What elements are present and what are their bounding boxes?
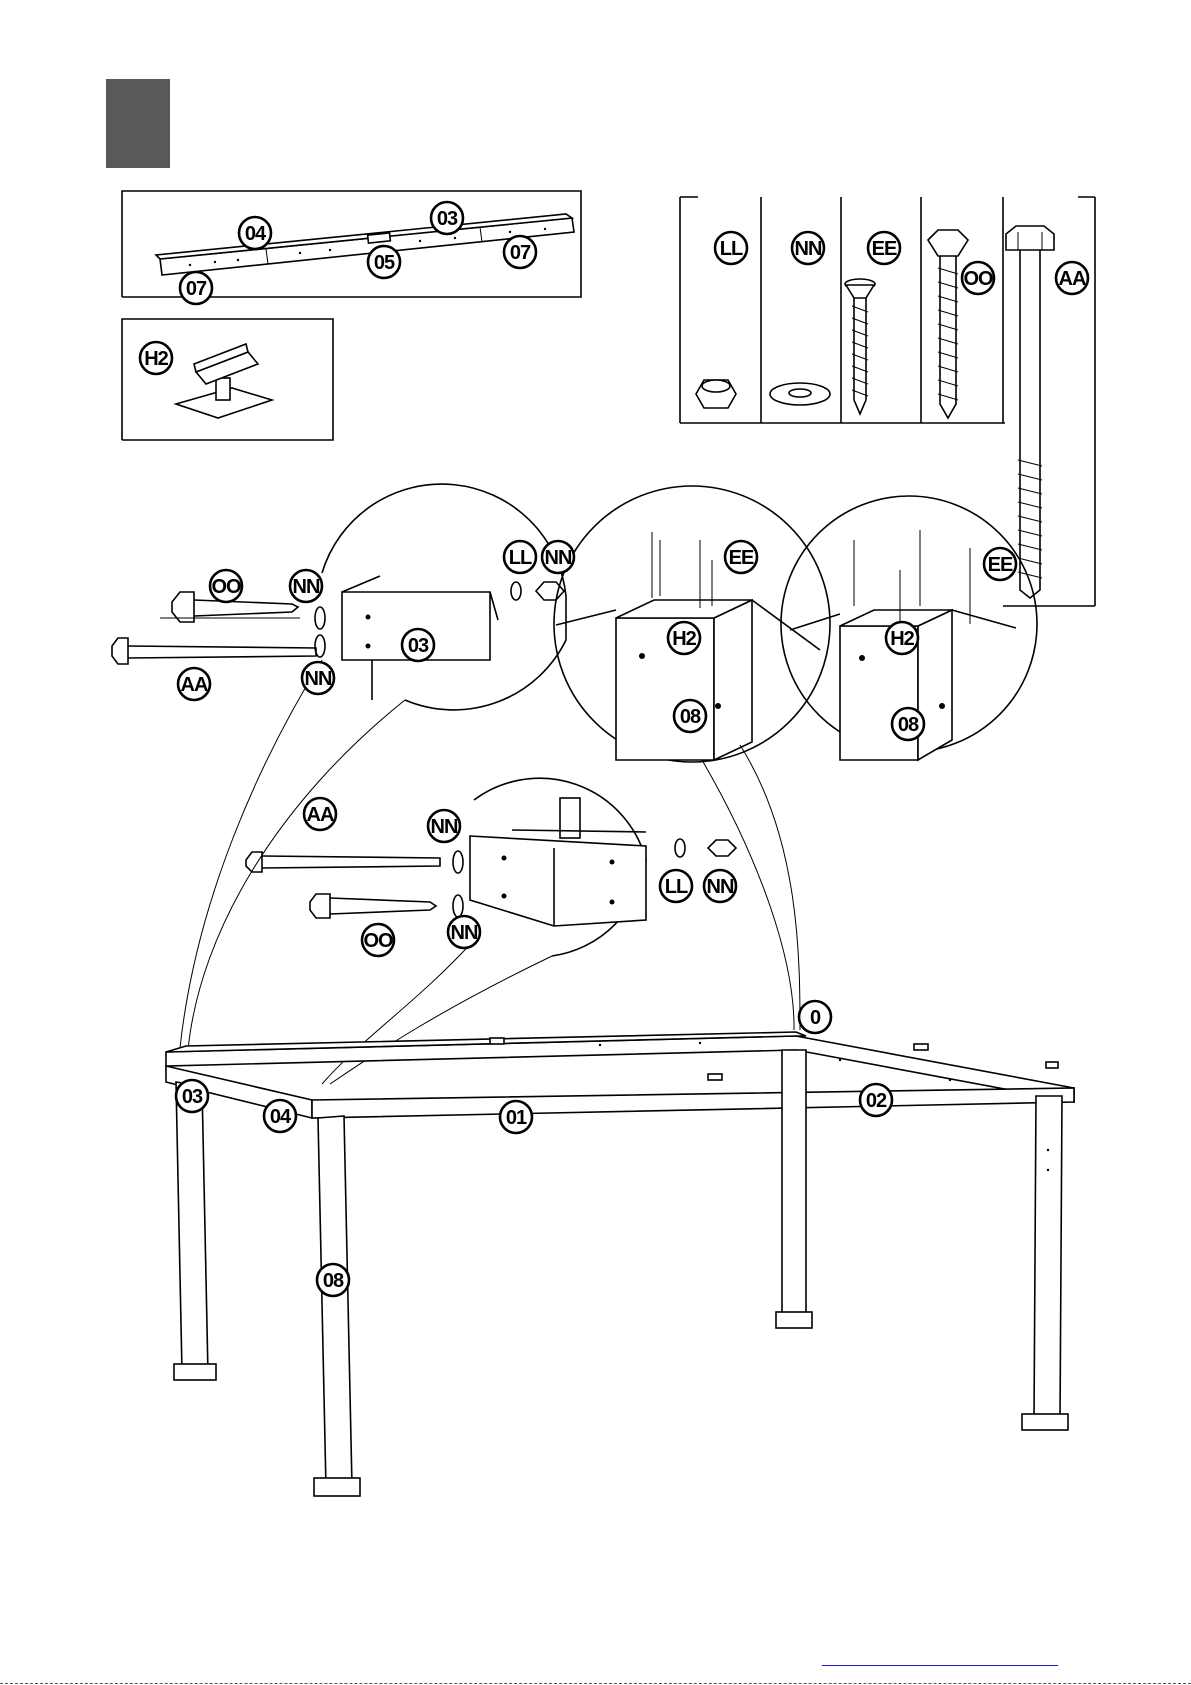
callout-label: 05	[374, 252, 395, 274]
callout-label: 03	[437, 208, 458, 230]
wood-screw-icon	[845, 279, 875, 414]
callout-label: EE	[988, 554, 1013, 576]
callout-02: 02	[860, 1084, 892, 1116]
lag-screw-icon	[928, 230, 968, 418]
callout-label: NN	[545, 547, 572, 569]
callout-07: 07	[504, 236, 536, 268]
step-marker	[106, 79, 170, 168]
callout-0: 0	[799, 1001, 831, 1033]
callout-label: 04	[245, 223, 267, 245]
callout-label: OO	[211, 576, 241, 598]
callout-label: 03	[408, 635, 429, 657]
callout-label: AA	[181, 674, 208, 696]
callout-label: EE	[729, 547, 754, 569]
page-bottom-rule	[0, 1683, 1191, 1684]
callout-label: LL	[509, 547, 532, 569]
callout-label: 02	[866, 1090, 887, 1112]
callout-05: 05	[368, 246, 400, 278]
callout-label: 08	[323, 1270, 344, 1292]
callout-label: NN	[431, 816, 458, 838]
callout-label: H2	[144, 348, 168, 370]
callout-label: NN	[293, 576, 320, 598]
callout-label: OO	[363, 930, 393, 952]
callout-label: NN	[451, 922, 478, 944]
callout-label: H2	[672, 628, 696, 650]
callout-nn: NN	[290, 570, 322, 602]
footer-link-underline[interactable]	[822, 1665, 1058, 1666]
post-front-left	[314, 1116, 360, 1496]
callout-oo: OO	[362, 924, 394, 956]
bracket-parts-panel	[122, 319, 333, 440]
callout-label: NN	[707, 876, 734, 898]
callout-08: 08	[674, 700, 706, 732]
callout-04: 04	[239, 217, 271, 249]
gazebo-frame	[166, 1032, 1074, 1496]
callout-label: 04	[270, 1106, 292, 1128]
callout-aa: AA	[304, 798, 336, 830]
callout-07: 07	[180, 272, 212, 304]
callout-label: H2	[890, 628, 914, 650]
callout-nn: NN	[542, 541, 574, 573]
callout-ee: EE	[984, 548, 1016, 580]
callout-oo: OO	[962, 262, 994, 294]
callout-label: 08	[680, 706, 701, 728]
callout-ll: LL	[660, 870, 692, 902]
post-front-right	[1022, 1096, 1068, 1430]
callout-03: 03	[176, 1080, 208, 1112]
hex-bolt-icon	[1006, 226, 1054, 598]
callout-h2: H2	[886, 622, 918, 654]
callout-label: LL	[665, 876, 688, 898]
callout-oo: OO	[210, 570, 242, 602]
callout-nn: NN	[302, 662, 334, 694]
callout-nn: NN	[704, 870, 736, 902]
callout-nn: NN	[428, 810, 460, 842]
callout-label: 0	[810, 1007, 821, 1029]
callout-ll: LL	[504, 541, 536, 573]
callout-aa: AA	[178, 668, 210, 700]
callout-label: NN	[795, 238, 822, 260]
callout-04: 04	[264, 1100, 296, 1132]
callout-h2: H2	[140, 342, 172, 374]
callout-h2: H2	[668, 622, 700, 654]
callout-ee: EE	[725, 541, 757, 573]
callout-label: AA	[307, 804, 334, 826]
callout-label: 03	[182, 1086, 203, 1108]
callout-aa: AA	[1056, 262, 1088, 294]
callout-label: 07	[510, 242, 531, 264]
callout-label: EE	[872, 238, 897, 260]
callout-label: NN	[305, 668, 332, 690]
callout-nn: NN	[448, 916, 480, 948]
callout-03: 03	[402, 629, 434, 661]
callout-03: 03	[431, 202, 463, 234]
callout-08: 08	[892, 708, 924, 740]
callout-01: 01	[500, 1101, 532, 1133]
post-back-right	[776, 1050, 812, 1328]
callout-ll: LL	[715, 232, 747, 264]
callout-nn: NN	[792, 232, 824, 264]
callout-08: 08	[317, 1264, 349, 1296]
post-back-left	[174, 1082, 216, 1380]
callout-label: AA	[1059, 268, 1086, 290]
callout-label: 08	[898, 714, 919, 736]
callout-label: OO	[963, 268, 993, 290]
callout-label: 07	[186, 278, 207, 300]
callout-label: LL	[720, 238, 743, 260]
callout-label: 01	[506, 1107, 527, 1129]
callout-ee: EE	[868, 232, 900, 264]
